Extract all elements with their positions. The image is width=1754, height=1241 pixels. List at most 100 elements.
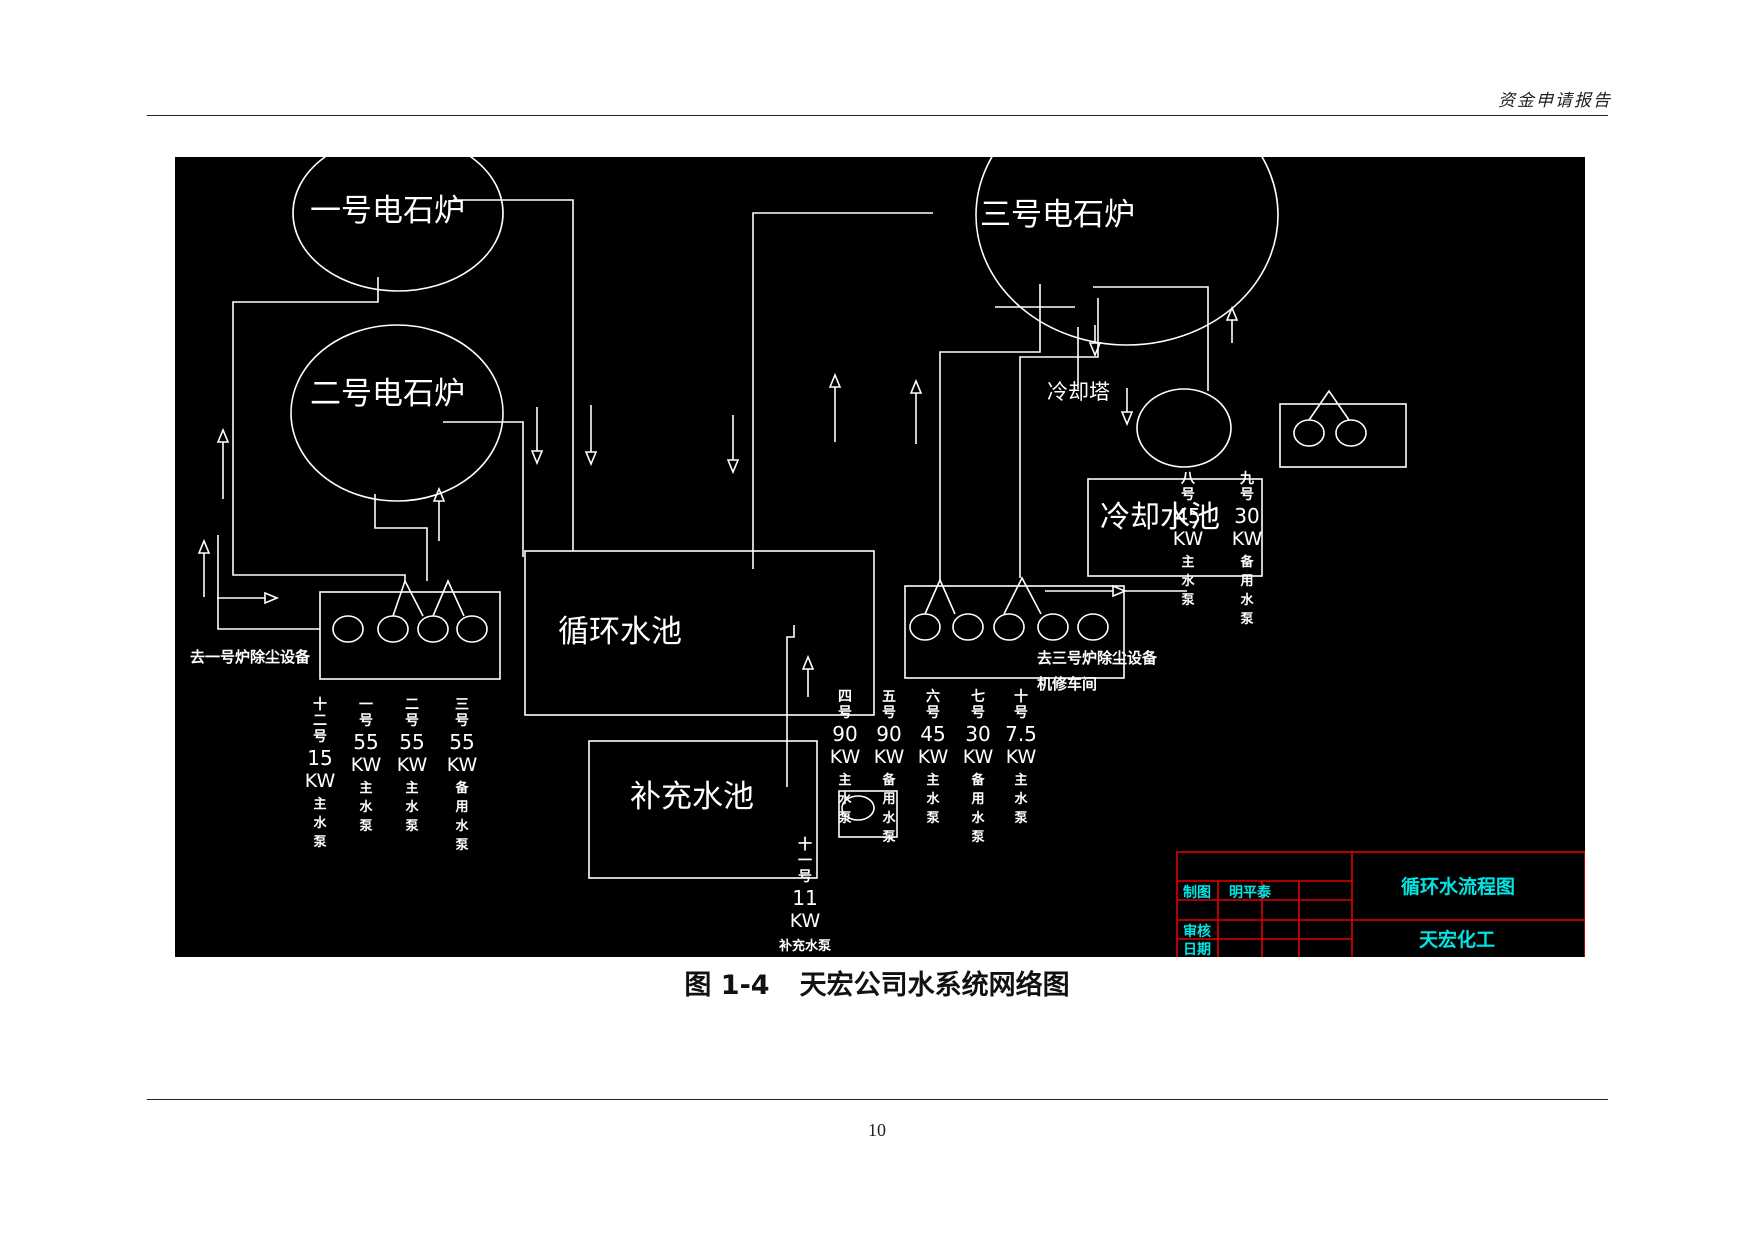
cooling-tower-label: 冷却塔: [1047, 380, 1110, 404]
makeup-pump-box: [838, 790, 898, 838]
pump-role-char: 水: [838, 791, 852, 807]
pump-role-char: 备: [454, 780, 469, 796]
pump-role-char: 主: [1014, 772, 1027, 788]
circulating-pool-label: 循环水池: [558, 614, 682, 650]
cooling-pool-box: [1087, 478, 1263, 577]
pump-role-char: 泵: [455, 838, 468, 853]
figure-number: 图 1-4: [684, 970, 770, 1001]
water-system-diagram: 一号电石炉 二号电石炉 三号电石炉 冷却塔 冷却水池 循环水池 补充水池 去一号…: [175, 157, 1585, 957]
figure-caption: 图 1-4 天宏公司水系统网络图: [0, 963, 1754, 1002]
makeup-pool-box: [588, 740, 818, 879]
pump-unit: KW: [305, 770, 336, 792]
pump-role-char: 备: [970, 772, 985, 788]
title-block-company: 天宏化工: [1419, 928, 1495, 951]
pump-id-char: 号: [926, 705, 940, 721]
pump-role-char: 水: [1240, 592, 1254, 608]
pump-role-char: 泵: [1240, 612, 1253, 627]
pump-id-char: 九: [1239, 471, 1254, 487]
pump-station-right-box: [904, 585, 1125, 679]
pump-unit: KW: [874, 746, 905, 768]
pump-unit: KW: [790, 910, 821, 932]
pump-id-char: 号: [798, 869, 812, 885]
pump-power: 90: [876, 722, 901, 746]
furnace-2-circle: [290, 324, 504, 502]
pipe-f3-to-far-pumps: [1093, 286, 1209, 391]
footer-rule: [147, 1099, 1608, 1100]
pump-role-char: 泵: [313, 835, 326, 850]
pump-fork-left-b: [432, 579, 465, 617]
title-block: 制图 明平泰 审核 日期 循环水流程图 天宏化工: [1176, 851, 1585, 957]
pump-role-char: 用: [1239, 574, 1253, 589]
pump-id-char: 号: [405, 713, 419, 729]
furnace-1-circle: [292, 157, 504, 292]
pump-power: 55: [399, 730, 424, 754]
destination-right-label-1: 去三号炉除尘设备: [1037, 649, 1158, 667]
pump-circle-left-4: [456, 615, 488, 643]
pump-role-char: 泵: [405, 819, 418, 834]
furnace-2-label: 二号电石炉: [310, 376, 465, 412]
pump-role-char: 水: [971, 810, 985, 826]
pump-id-char: 号: [838, 705, 852, 721]
makeup-pool-label: 补充水池: [630, 779, 754, 815]
header-rule: [147, 115, 1608, 116]
pipe-f1-return-to-pumps: [232, 277, 406, 581]
pump-fork-right-b: [1003, 576, 1042, 615]
pump-unit: KW: [963, 746, 994, 768]
pump-id-char: 十: [313, 696, 327, 713]
pump-circle-right-5: [1077, 613, 1109, 641]
flow-arrows: [197, 305, 1239, 697]
pump-role-char: 水: [405, 799, 419, 815]
pump-unit: KW: [397, 754, 428, 776]
pump-fork-far-right: [1308, 389, 1350, 421]
pump-id-char: 七: [971, 689, 985, 705]
pump-role-char: 泵: [971, 830, 984, 845]
pump-id-char: 一: [359, 697, 373, 713]
pump-id-char: 号: [1181, 487, 1195, 503]
pump-id-char: 二: [405, 697, 419, 713]
pump-power: 7.5: [1005, 722, 1037, 746]
pump-unit: KW: [1232, 528, 1263, 550]
pump-circle-far-right-2: [1335, 419, 1367, 447]
pump-id-char: 六: [926, 688, 940, 705]
page-number: 10: [868, 1120, 886, 1140]
pump-unit: KW: [447, 754, 478, 776]
pipe-f3-to-pool: [752, 212, 933, 569]
pump-power: 55: [353, 730, 378, 754]
pump-id-char: 一: [798, 853, 812, 869]
pump-circle-right-4: [1037, 613, 1069, 641]
furnace-3-label: 三号电石炉: [980, 197, 1135, 233]
pump-id-char: 五: [882, 689, 896, 705]
destination-left-label: 去一号炉除尘设备: [190, 648, 311, 666]
pump-role-char: 水: [455, 818, 469, 834]
circulating-pool-box: [524, 550, 875, 716]
pump-role-char: 用: [454, 800, 468, 815]
pump-id-char: 八: [1180, 471, 1196, 487]
figure-title: 天宏公司水系统网络图: [799, 970, 1070, 1001]
pump-id-char: 十: [798, 836, 812, 853]
pump-role-char: 用: [881, 792, 895, 807]
pump-power: 90: [832, 722, 857, 746]
title-block-drawn-by-name: 明平泰: [1229, 884, 1272, 901]
pump-id-char: 号: [1240, 487, 1254, 503]
title-block-review-label: 审核: [1183, 923, 1211, 940]
pump-circle-makeup: [841, 795, 875, 821]
pump-role-char: 水: [882, 810, 896, 826]
pump-id-char: 号: [455, 713, 469, 729]
pump-unit: KW: [918, 746, 949, 768]
pump-role-char: 主: [1181, 554, 1194, 570]
pump-role-char: 水: [313, 815, 327, 831]
pump-unit: KW: [830, 746, 861, 768]
title-block-frame: [1176, 851, 1585, 957]
pipe-pumps-to-f3-a: [939, 284, 1041, 580]
furnace-3-circle: [975, 157, 1279, 346]
pump-role-char: 泵: [926, 811, 939, 826]
pump-role-char: 泵: [882, 830, 895, 845]
pump-id-char: 二: [313, 713, 327, 729]
pump-unit: KW: [351, 754, 382, 776]
pump-power: 45: [1175, 504, 1200, 528]
title-block-drawing-title: 循环水流程图: [1401, 875, 1515, 898]
pump-id-char: 三: [455, 697, 469, 713]
pump-role-char: 备: [881, 772, 896, 788]
pump-role-char: 水: [926, 791, 940, 807]
destination-right-label-2: 机修车间: [1037, 675, 1097, 693]
